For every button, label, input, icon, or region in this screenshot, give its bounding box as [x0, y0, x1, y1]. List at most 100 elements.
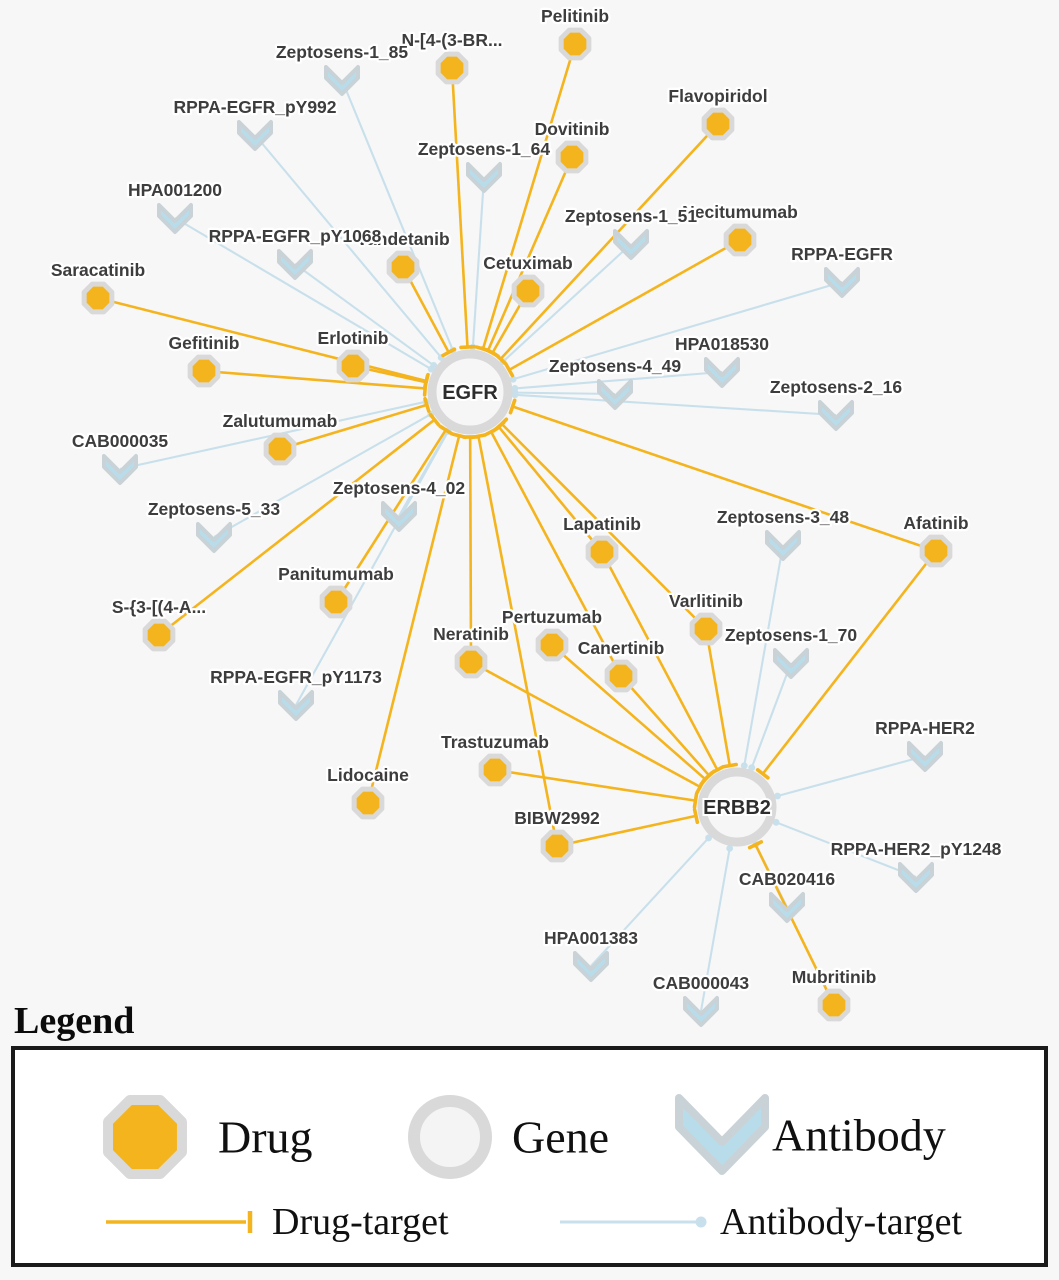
- antibody-node: [196, 522, 232, 553]
- drug-target-edge: [704, 628, 738, 769]
- node-label: HPA001383: [544, 928, 638, 948]
- drug-node: [435, 51, 469, 85]
- antibody-node: [898, 862, 934, 893]
- node-label: Flavopiridol: [668, 86, 767, 106]
- drug-octagon-icon: [454, 645, 488, 679]
- antibody-node: [765, 530, 801, 561]
- node-label: Zalutumumab: [223, 411, 338, 431]
- antibody-target-edge: [509, 280, 843, 383]
- antibody-chevron-icon: [773, 648, 809, 679]
- node-label: Canertinib: [578, 638, 665, 658]
- antibody-chevron-icon: [769, 892, 805, 923]
- antibody-node: [773, 648, 809, 679]
- node-label: Zeptosens-1_85: [276, 42, 409, 62]
- drug-icon: [103, 1095, 187, 1179]
- node-label: Dovitinib: [535, 119, 610, 139]
- drug-node: [454, 645, 488, 679]
- drug-target-edge-sample: [106, 1211, 253, 1233]
- antibody-chevron-icon: [824, 267, 860, 298]
- node-label: Zeptosens-1_64: [418, 139, 551, 159]
- node-label: Zeptosens-4_02: [333, 478, 466, 498]
- node-label: Zeptosens-5_33: [148, 499, 281, 519]
- drug-octagon-icon: [723, 223, 757, 257]
- drug-target-legend-label: Drug-target: [272, 1201, 449, 1243]
- drug-octagon-icon: [701, 107, 735, 141]
- node-label: Zeptosens-2_16: [770, 377, 903, 397]
- antibody-node: [237, 120, 273, 151]
- node-label: Afatinib: [903, 513, 968, 533]
- antibody-chevron-icon: [818, 400, 854, 431]
- node-label: CAB000035: [72, 431, 169, 451]
- antibody-node: [102, 454, 138, 485]
- drug-node: [919, 534, 953, 568]
- antibody-edges-layer: [119, 79, 926, 1012]
- node-label: BIBW2992: [514, 808, 600, 828]
- drug-node: [723, 223, 757, 257]
- drug-octagon-icon: [555, 140, 589, 174]
- drug-node: [336, 349, 370, 383]
- node-label: Necitumumab: [682, 202, 798, 222]
- legend-title: Legend: [14, 1000, 134, 1042]
- antibody-node: [824, 267, 860, 298]
- drug-node: [558, 27, 592, 61]
- drug-edges-layer: [97, 43, 938, 1006]
- legend: Legend Drug Gene Antibody Drug-target An…: [11, 1000, 1048, 1267]
- antibody-chevron-icon: [237, 120, 273, 151]
- antibody-chevron-icon: [704, 357, 740, 388]
- gene-icon: [408, 1095, 492, 1179]
- gene-node-egfr: EGFR: [427, 349, 513, 435]
- drug-octagon-icon: [558, 27, 592, 61]
- node-label: Mubritinib: [792, 967, 877, 987]
- antibody-target-edge: [740, 544, 785, 770]
- drug-target-edge: [158, 412, 441, 637]
- drug-node: [319, 585, 353, 619]
- drug-target-edge: [747, 840, 836, 1006]
- node-label: Lapatinib: [563, 514, 641, 534]
- drug-octagon-icon: [511, 274, 545, 308]
- drug-node: [142, 618, 176, 652]
- node-label: RPPA-HER2_pY1248: [831, 839, 1002, 859]
- drug-octagon-icon: [435, 51, 469, 85]
- drug-octagon-icon: [817, 988, 851, 1022]
- node-label: Vandetanib: [356, 229, 449, 249]
- antibody-chevron-icon: [196, 522, 232, 553]
- drug-target-edge: [508, 398, 937, 553]
- drug-node: [263, 432, 297, 466]
- antibody-target-edge: [772, 818, 917, 878]
- drug-octagon-icon: [351, 786, 385, 820]
- antibody-target-edge: [294, 263, 438, 369]
- antibody-node: [613, 229, 649, 260]
- node-label: Saracatinib: [51, 260, 145, 280]
- antibody-chevron-icon: [683, 996, 719, 1027]
- node-label: N-[4-(3-BR...: [401, 30, 502, 50]
- drug-target-edge: [483, 426, 623, 677]
- drug-node: [81, 281, 115, 315]
- drug-octagon-icon: [689, 612, 723, 646]
- drug-octagon-icon: [919, 534, 953, 568]
- gene-node-erbb2: ERBB2: [697, 767, 777, 847]
- drug-node: [701, 107, 735, 141]
- antibody-chevron-icon: [278, 690, 314, 721]
- drug-target-edge: [755, 550, 938, 780]
- antibody-target-edge: [774, 754, 926, 800]
- antibody-node: [818, 400, 854, 431]
- drug-octagon-icon: [535, 628, 569, 662]
- drug-node: [604, 659, 638, 693]
- drug-node: [540, 829, 574, 863]
- antibody-node: [597, 379, 633, 410]
- node-label: HPA001200: [128, 180, 222, 200]
- drug-node: [689, 612, 723, 646]
- gene-legend-label: Gene: [512, 1112, 609, 1163]
- node-label: Zeptosens-1_70: [725, 625, 858, 645]
- node-label: Neratinib: [433, 624, 509, 644]
- gene-circle-icon: [427, 349, 513, 435]
- antibody-target-legend-label: Antibody-target: [720, 1201, 962, 1243]
- antibody-chevron-icon: [381, 501, 417, 532]
- antibody-node: [704, 357, 740, 388]
- gene-label: EGFR: [442, 382, 498, 404]
- node-label: CAB020416: [739, 869, 836, 889]
- node-label: Lidocaine: [327, 765, 409, 785]
- antibody-node: [907, 741, 943, 772]
- antibody-chevron-icon: [324, 65, 360, 96]
